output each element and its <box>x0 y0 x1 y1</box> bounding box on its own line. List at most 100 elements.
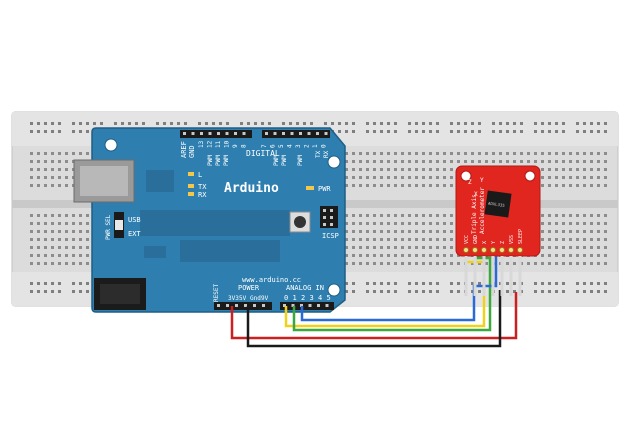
breadboard-hole <box>443 246 446 249</box>
breadboard-hole <box>583 230 586 233</box>
breadboard-rail-hole <box>548 130 551 133</box>
breadboard-hole <box>345 160 348 163</box>
sensor-pin-leg <box>500 256 504 296</box>
breadboard-hole <box>436 176 439 179</box>
digital-pin-label: 8 <box>241 144 248 148</box>
breadboard-rail-hole <box>387 282 390 285</box>
breadboard-hole <box>58 262 61 265</box>
breadboard-hole <box>37 168 40 171</box>
breadboard-hole <box>597 160 600 163</box>
breadboard-rail-hole <box>380 130 383 133</box>
breadboard-hole <box>345 214 348 217</box>
breadboard-rail-hole <box>93 122 96 125</box>
breadboard-hole <box>415 254 418 257</box>
breadboard-rail-hole <box>408 290 411 293</box>
breadboard-hole <box>541 246 544 249</box>
breadboard-hole <box>562 214 565 217</box>
breadboard-rail-hole <box>198 122 201 125</box>
breadboard-rail-hole <box>457 290 460 293</box>
breadboard-hole <box>576 152 579 155</box>
breadboard-hole <box>387 238 390 241</box>
breadboard-hole <box>65 214 68 217</box>
breadboard-hole <box>569 238 572 241</box>
breadboard-hole <box>555 262 558 265</box>
breadboard-hole <box>352 230 355 233</box>
breadboard-hole <box>583 222 586 225</box>
breadboard-hole <box>401 176 404 179</box>
breadboard-hole <box>37 230 40 233</box>
breadboard-hole <box>527 160 530 163</box>
breadboard-hole <box>373 254 376 257</box>
power-pin-label: 9V <box>261 295 269 302</box>
breadboard-rail-hole <box>562 130 565 133</box>
sensor-title: Triple Axis <box>471 194 478 234</box>
breadboard-hole <box>373 176 376 179</box>
breadboard-rail-hole <box>436 290 439 293</box>
breadboard-rail-hole <box>429 130 432 133</box>
breadboard-rail-hole <box>268 122 271 125</box>
breadboard-rail-hole <box>51 130 54 133</box>
breadboard-hole <box>359 222 362 225</box>
breadboard-rail-hole <box>366 282 369 285</box>
icsp-label: ICSP <box>322 232 339 240</box>
breadboard-hole <box>51 184 54 187</box>
breadboard-hole <box>345 230 348 233</box>
breadboard-hole <box>366 262 369 265</box>
digital-pin-label: 4 <box>287 144 294 148</box>
breadboard-rail-hole <box>422 130 425 133</box>
breadboard-hole <box>513 262 516 265</box>
digital-pin-label: 11 <box>215 140 222 148</box>
breadboard-rail-hole <box>79 122 82 125</box>
breadboard-rail-hole <box>415 130 418 133</box>
breadboard-hole <box>590 214 593 217</box>
breadboard-hole <box>65 222 68 225</box>
breadboard-hole <box>79 262 82 265</box>
breadboard-hole <box>422 230 425 233</box>
breadboard-rail-hole <box>597 122 600 125</box>
breadboard-hole <box>548 238 551 241</box>
breadboard-hole <box>380 262 383 265</box>
breadboard-hole <box>562 222 565 225</box>
accelerometer-board: ADXL335 X Y Z Triple Axis Accelerometer … <box>455 165 541 296</box>
breadboard-rail-hole <box>597 130 600 133</box>
sensor-pin-label: VSS <box>509 235 515 244</box>
breadboard-hole <box>366 246 369 249</box>
breadboard-rail-hole <box>436 122 439 125</box>
breadboard-rail-hole <box>408 282 411 285</box>
breadboard-hole <box>415 176 418 179</box>
breadboard-hole <box>380 254 383 257</box>
breadboard-rail-hole <box>331 122 334 125</box>
breadboard-hole <box>562 230 565 233</box>
breadboard-hole <box>583 152 586 155</box>
breadboard-hole <box>79 238 82 241</box>
breadboard-hole <box>541 184 544 187</box>
breadboard-hole <box>555 246 558 249</box>
digital-pin-label: 1 <box>312 144 319 148</box>
axis-x-label: X <box>474 191 478 198</box>
breadboard-rail-hole <box>135 122 138 125</box>
breadboard-rail-hole <box>492 130 495 133</box>
breadboard-hole <box>443 168 446 171</box>
breadboard-rail-hole <box>373 130 376 133</box>
breadboard-rail-hole <box>562 290 565 293</box>
breadboard-hole <box>44 254 47 257</box>
breadboard-rail-hole <box>324 122 327 125</box>
breadboard-rail-hole <box>604 290 607 293</box>
breadboard-hole <box>576 238 579 241</box>
breadboard-hole <box>373 168 376 171</box>
header-pin <box>307 132 311 135</box>
breadboard-hole <box>548 152 551 155</box>
breadboard-rail-hole <box>604 282 607 285</box>
breadboard-rail-hole <box>86 282 89 285</box>
breadboard-rail-hole <box>408 130 411 133</box>
breadboard-rail-hole <box>289 122 292 125</box>
breadboard-hole <box>562 254 565 257</box>
breadboard-hole <box>401 254 404 257</box>
pwm-label: PWM <box>207 155 214 166</box>
breadboard-rail-hole <box>51 282 54 285</box>
breadboard-hole <box>604 152 607 155</box>
breadboard-rail-hole <box>170 122 173 125</box>
analog-pin-label: 3 <box>310 294 314 302</box>
breadboard-hole <box>583 254 586 257</box>
